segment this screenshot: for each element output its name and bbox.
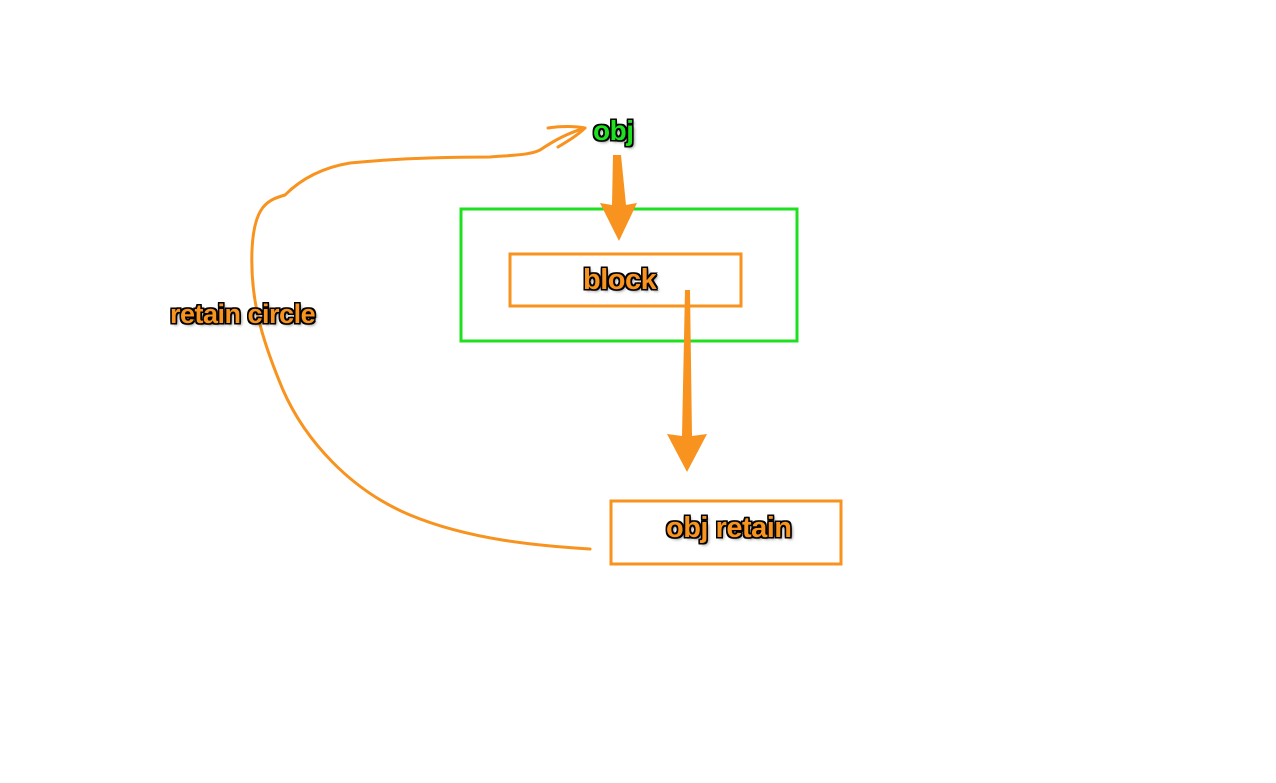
block-box — [508, 252, 743, 308]
obj-retain-label: obj retain — [666, 512, 792, 544]
block-label: block — [583, 264, 657, 296]
arrow-block-to-obj-retain — [667, 290, 707, 472]
obj-label: obj — [593, 115, 634, 146]
retain-circle-curve — [250, 126, 592, 551]
obj-retain-box — [609, 499, 843, 566]
retain-circle-arrowhead-icon — [546, 125, 587, 149]
arrow-obj-to-block — [600, 155, 637, 241]
retain-circle-label: retain circle — [170, 299, 316, 329]
